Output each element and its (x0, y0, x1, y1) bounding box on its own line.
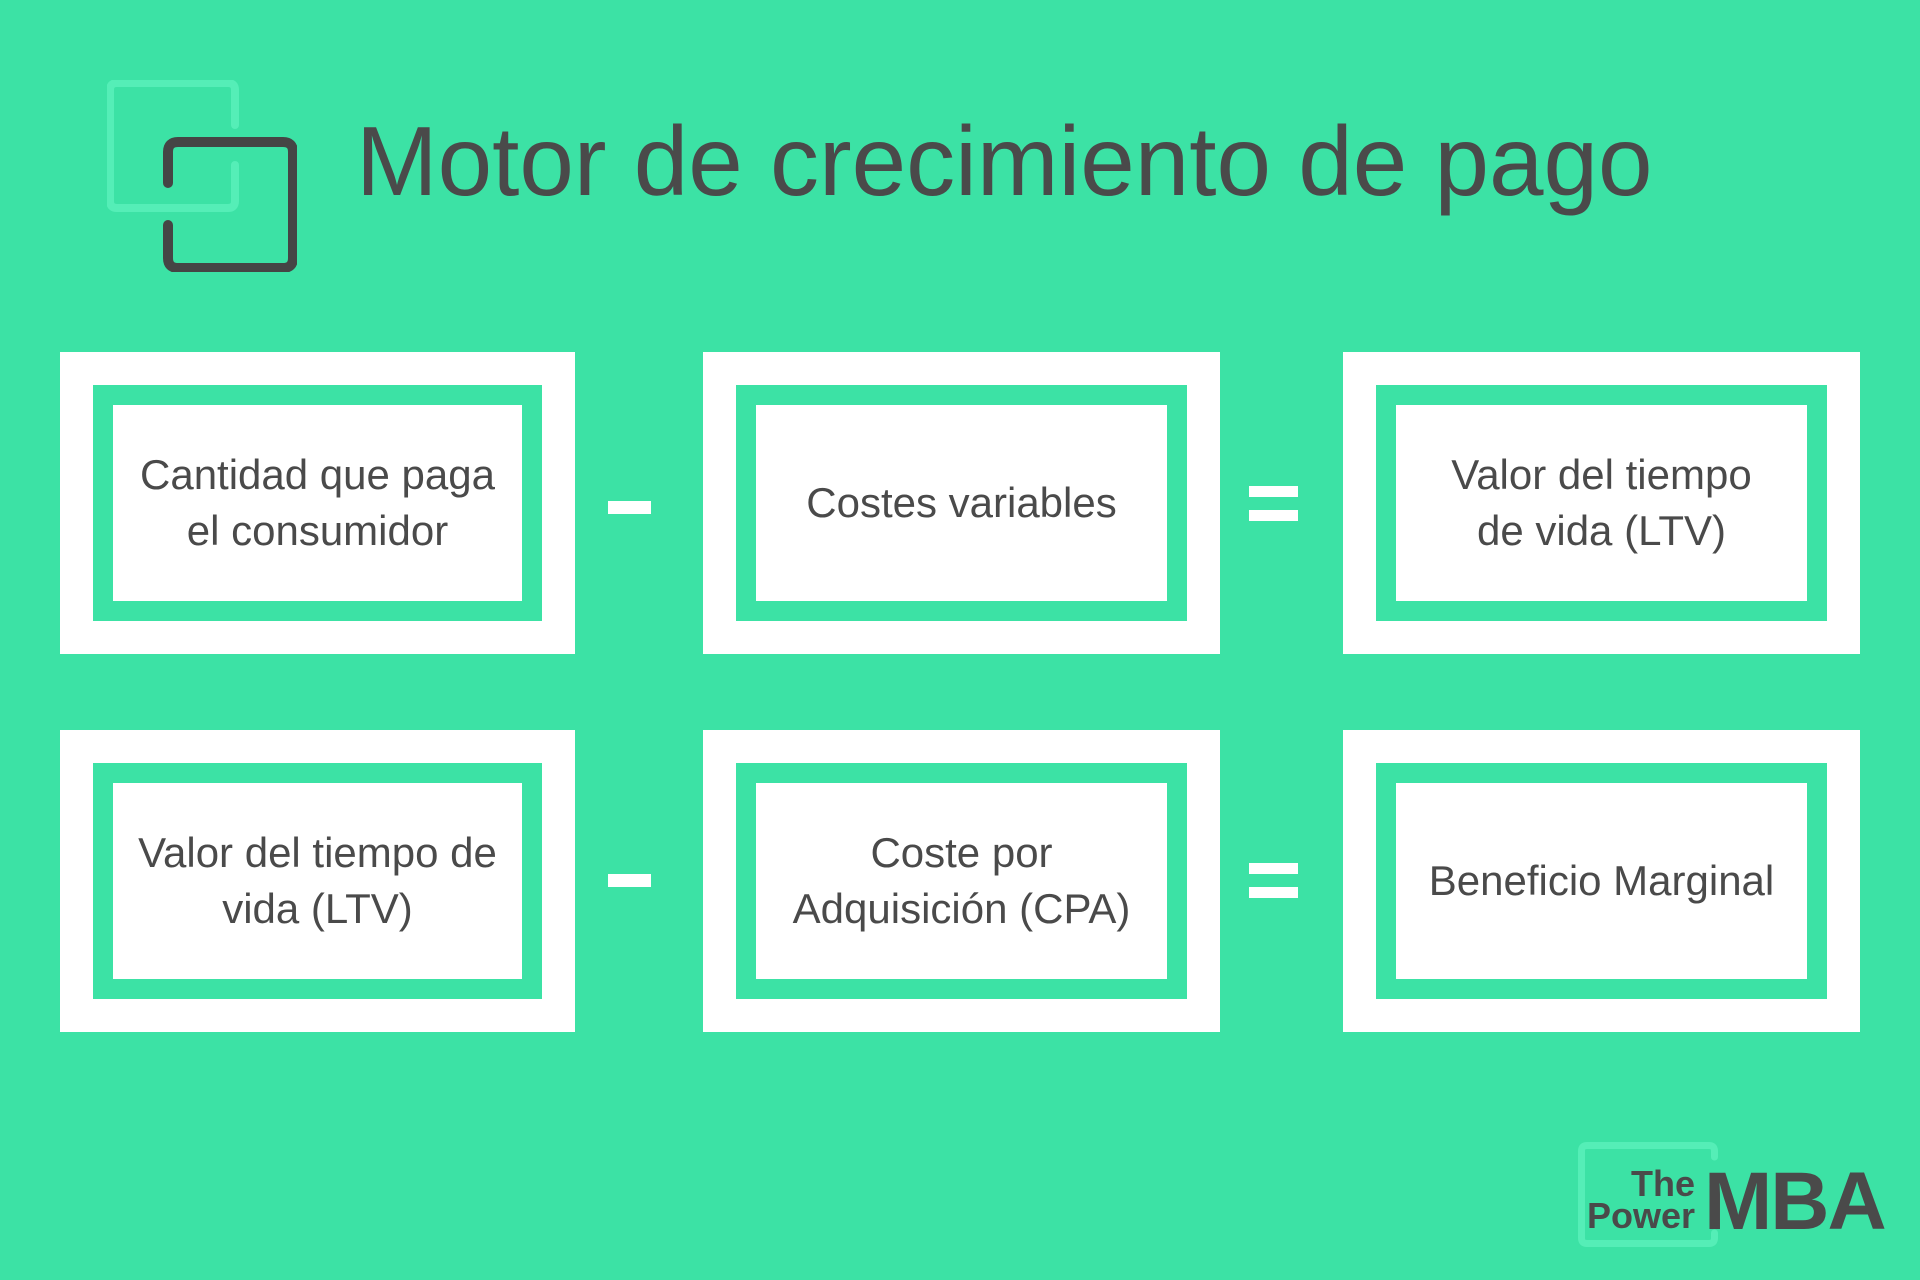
equation2-term-inner-1: Valor del tiempo de vida (LTV) (113, 783, 522, 979)
light-square-outline (107, 80, 239, 212)
equation1-term-box-2: Costes variables (703, 352, 1220, 654)
equation1-term-box-1: Cantidad que paga el consumidor (60, 352, 575, 654)
equation1-term-label-3: Valor del tiempo de vida (LTV) (1451, 451, 1752, 554)
equation1-term-box-3: Valor del tiempo de vida (LTV) (1343, 352, 1860, 654)
equals-operator-icon (1249, 486, 1298, 521)
brand-word-the: The (1630, 1163, 1695, 1204)
equals-operator-icon (1249, 863, 1298, 898)
equation1-term-label-1: Cantidad que paga el consumidor (140, 451, 495, 554)
dark-square-outline (163, 137, 297, 272)
equals-bar-bottom (1249, 510, 1298, 521)
equals-bar-bottom (1249, 887, 1298, 898)
equation2-term-label-1: Valor del tiempo de vida (LTV) (138, 829, 497, 932)
equals-bar-top (1249, 486, 1298, 497)
page-title: Motor de crecimiento de pago (356, 106, 1653, 216)
equals-bar-top (1249, 863, 1298, 874)
equation2-term-label-2: Coste por Adquisición (CPA) (792, 829, 1131, 932)
equation2-term-box-1: Valor del tiempo de vida (LTV) (60, 730, 575, 1032)
minus-operator-icon (608, 874, 651, 887)
equation2-term-inner-3: Beneficio Marginal (1396, 783, 1807, 979)
equation1-term-inner-1: Cantidad que paga el consumidor (113, 405, 522, 601)
brand-word-power: Power (1586, 1195, 1695, 1236)
logo-frame-icon (1578, 1142, 1718, 1247)
thepowermba-logo: The Power MBA (1578, 1140, 1888, 1258)
equation2-term-inner-2: Coste por Adquisición (CPA) (756, 783, 1167, 979)
equation1-term-inner-3: Valor del tiempo de vida (LTV) (1396, 405, 1807, 601)
brand-word-mba: MBA (1704, 1156, 1887, 1247)
equation1-term-inner-2: Costes variables (756, 405, 1167, 601)
minus-operator-icon (608, 501, 651, 514)
interlocking-squares-logo-icon (107, 80, 297, 272)
equation2-term-box-3: Beneficio Marginal (1343, 730, 1860, 1032)
equation1-term-label-2: Costes variables (806, 479, 1117, 526)
equation2-term-box-2: Coste por Adquisición (CPA) (703, 730, 1220, 1032)
equation2-term-label-3: Beneficio Marginal (1428, 857, 1775, 904)
open-square-outline (1578, 1142, 1718, 1247)
